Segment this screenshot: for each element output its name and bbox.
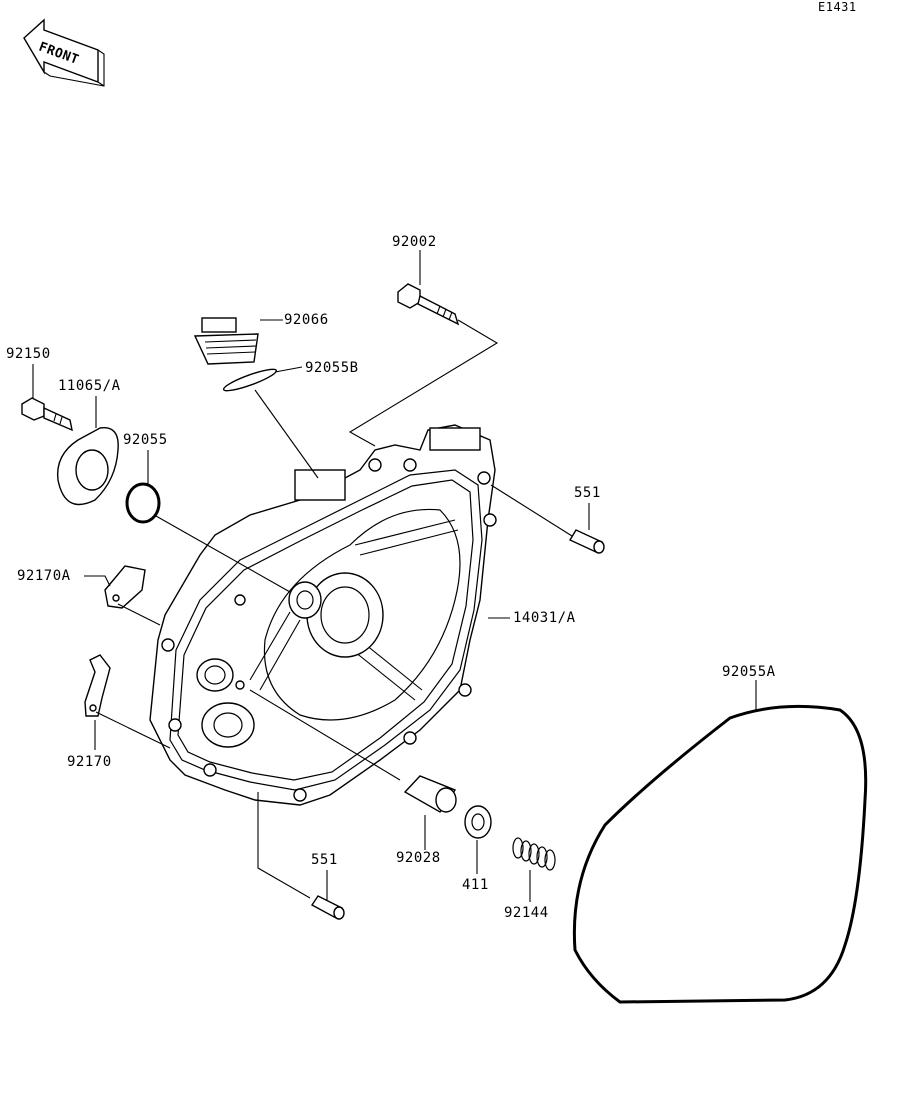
label-92144: 92144 [504,905,549,921]
washer-92055b-part [222,368,278,392]
label-411: 411 [462,877,489,893]
spring-92144-part [512,837,556,871]
dowel-551-top-part [568,529,605,554]
o-ring-92055-part [125,482,161,524]
front-arrow-icon: FRONT [23,18,105,87]
label-92028: 92028 [396,850,441,866]
dowel-551-bottom-part [310,895,345,920]
label-92055a: 92055A [722,664,776,680]
label-14031a: 14031/A [513,610,576,626]
label-92170a: 92170A [17,568,71,584]
diagram-code: E1431 [818,0,857,14]
cap-11065a-part [56,426,119,506]
label-92170: 92170 [67,754,112,770]
label-551-top: 551 [574,485,601,501]
clamp-92170a-part [104,565,146,609]
label-551-bottom: 551 [311,852,338,868]
label-92055: 92055 [123,432,168,448]
leader-lines [32,250,757,902]
label-11065a: 11065/A [58,378,121,394]
label-92002: 92002 [392,234,437,250]
bolt-92002-part [397,283,460,326]
plug-92066-part [193,317,259,365]
label-92055b: 92055B [305,360,359,376]
bushing-92028-part [403,775,457,813]
clamp-92170-part [84,654,111,717]
engine-cover-part [149,424,497,806]
bolt-92150-part [21,397,73,432]
label-92066: 92066 [284,312,329,328]
gasket-92055a-part [572,704,868,1004]
label-92150: 92150 [6,346,51,362]
washer-411-part [464,805,492,839]
